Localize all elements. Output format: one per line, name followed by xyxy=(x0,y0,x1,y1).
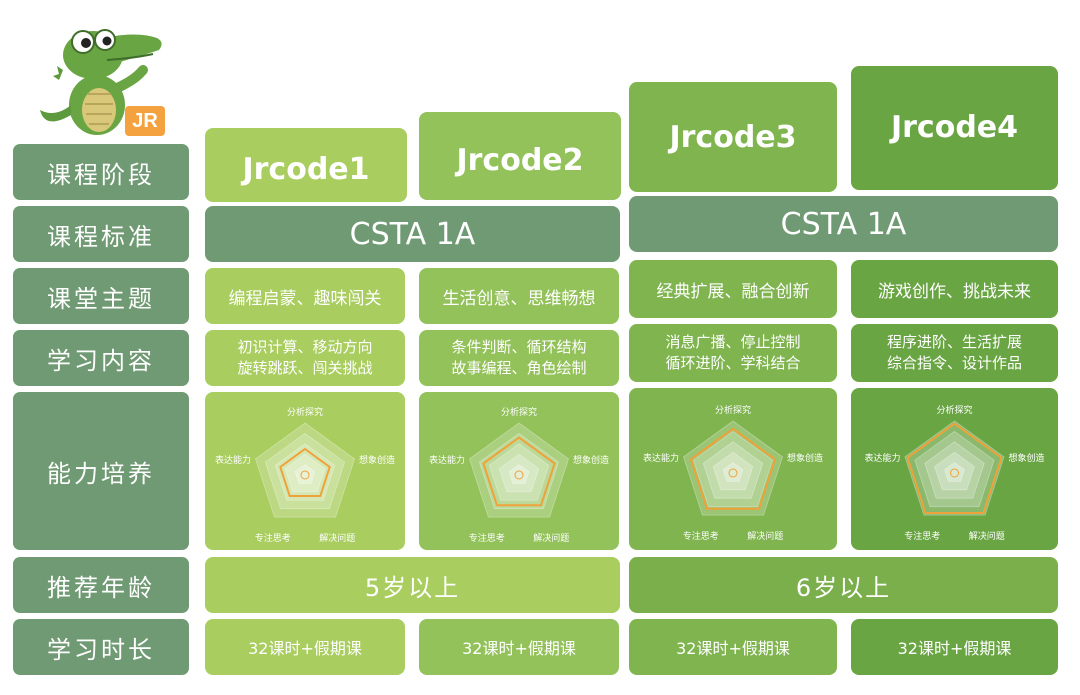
radar-ring xyxy=(255,422,355,518)
radar-ring xyxy=(722,462,744,482)
radar-axis-label-problem-solving: 解决问题 xyxy=(319,532,355,544)
content-4: 程序进阶、生活扩展 综合指令、设计作品 xyxy=(851,324,1058,382)
row-label-ability: 能力培养 xyxy=(13,392,189,550)
radar-ring xyxy=(469,422,569,518)
ability-level-polygon xyxy=(689,427,777,510)
content-2-line-1: 条件判断、循环结构 xyxy=(451,338,587,356)
radar-ring xyxy=(508,464,530,484)
theme-2: 生活创意、思维畅想 xyxy=(419,268,619,324)
content-3-line-2: 循环进阶、学科结合 xyxy=(665,354,801,372)
ability-radar-2: 分析探究想象创造解决问题 专注思考 表达能力 xyxy=(419,392,619,550)
radar-axis-label-analysis: 分析探究 xyxy=(936,404,972,416)
content-1-line-1: 初识计算、移动方向 xyxy=(237,338,373,356)
crocodile-mascot-icon xyxy=(40,29,165,136)
radar-ring xyxy=(488,443,550,501)
content-3: 消息广播、停止控制 循环进阶、学科结合 xyxy=(629,324,837,382)
ability-level-polygon xyxy=(906,422,1003,514)
radar-axis-label-imagination: 想象创造 xyxy=(573,454,609,466)
radar-axis-label-focus: 专注思考 xyxy=(683,530,719,542)
ability-radar-4: 分析探究想象创造解决问题 专注思考 表达能力 xyxy=(851,388,1058,550)
radar-axis-label-expression: 表达能力 xyxy=(215,454,251,466)
content-3-line-1: 消息广播、停止控制 xyxy=(665,333,801,351)
radar-ring xyxy=(934,451,975,491)
age-jrcode3-4: 6岁以上 xyxy=(629,557,1058,613)
radar-ring xyxy=(683,420,783,516)
radar-axis-label-focus: 专注思考 xyxy=(255,532,291,544)
radar-ring xyxy=(274,443,336,501)
radar-ring xyxy=(294,464,316,484)
radar-axis-label-expression: 表达能力 xyxy=(643,452,679,464)
content-4-line-1: 程序进阶、生活扩展 xyxy=(886,333,1022,351)
hours-4: 32课时+假期课 xyxy=(851,619,1058,675)
radar-axis-label-analysis: 分析探究 xyxy=(715,404,751,416)
age-jrcode1-2: 5岁以上 xyxy=(205,557,620,613)
crocodile-logo: JR xyxy=(35,10,195,140)
radar-ring xyxy=(944,462,965,482)
radar-ring xyxy=(498,453,540,493)
radar-center-dot xyxy=(728,468,738,478)
radar-axis-label-analysis: 分析探究 xyxy=(287,406,323,418)
theme-3: 经典扩展、融合创新 xyxy=(629,260,837,318)
row-label-content: 学习内容 xyxy=(13,330,189,386)
stage-header-1: Jrcode1 xyxy=(205,128,407,202)
radar-ring xyxy=(924,441,985,499)
row-label-stage: 课程阶段 xyxy=(13,144,189,200)
row-label-age: 推荐年龄 xyxy=(13,557,189,613)
row-label-theme: 课堂主题 xyxy=(13,268,189,324)
content-2-line-2: 故事编程、角色绘制 xyxy=(451,359,587,377)
radar-axis-label-focus: 专注思考 xyxy=(904,530,940,542)
radar-axis-label-expression: 表达能力 xyxy=(864,452,900,464)
ability-radar-1: 分析探究想象创造解决问题 专注思考 表达能力 xyxy=(205,392,405,550)
radar-axis-label-imagination: 想象创造 xyxy=(359,454,395,466)
radar-center-dot xyxy=(514,470,524,480)
theme-1: 编程启蒙、趣味闯关 xyxy=(205,268,405,324)
theme-4: 游戏创作、挑战未来 xyxy=(851,260,1058,318)
hours-2: 32课时+假期课 xyxy=(419,619,619,675)
content-4-line-2: 综合指令、设计作品 xyxy=(886,354,1022,372)
radar-axis-label-problem-solving: 解决问题 xyxy=(969,530,1005,542)
radar-axis-label-problem-solving: 解决问题 xyxy=(747,530,783,542)
radar-axis-label-analysis: 分析探究 xyxy=(501,406,537,418)
row-label-standard: 课程标准 xyxy=(13,206,189,262)
stage-header-2: Jrcode2 xyxy=(419,112,621,200)
radar-ring xyxy=(702,441,764,499)
content-1-line-2: 旋转跳跃、闯关挑战 xyxy=(237,359,373,377)
radar-ring xyxy=(712,451,754,491)
radar-ring xyxy=(284,453,326,493)
radar-center-dot xyxy=(950,468,959,478)
radar-axis-label-imagination: 想象创造 xyxy=(787,452,823,464)
ability-level-polygon xyxy=(279,447,331,497)
standard-jrcode1-2: CSTA 1A xyxy=(205,206,620,262)
content-1: 初识计算、移动方向 旋转跳跃、闯关挑战 xyxy=(205,330,405,386)
row-label-hours: 学习时长 xyxy=(13,619,189,675)
logo-badge-text: JR xyxy=(132,109,158,132)
standard-jrcode3-4: CSTA 1A xyxy=(629,196,1058,252)
stage-header-4: Jrcode4 xyxy=(851,66,1058,190)
radar-axis-label-focus: 专注思考 xyxy=(469,532,505,544)
radar-center-dot xyxy=(300,470,310,480)
radar-axis-label-expression: 表达能力 xyxy=(429,454,465,466)
radar-axis-label-imagination: 想象创造 xyxy=(1009,452,1045,464)
hours-3: 32课时+假期课 xyxy=(629,619,837,675)
radar-axis-label-problem-solving: 解决问题 xyxy=(533,532,569,544)
stage-header-3: Jrcode3 xyxy=(629,82,837,192)
hours-1: 32课时+假期课 xyxy=(205,619,405,675)
radar-ring xyxy=(904,420,1005,516)
ability-level-polygon xyxy=(482,436,556,507)
content-2: 条件判断、循环结构 故事编程、角色绘制 xyxy=(419,330,619,386)
ability-radar-3: 分析探究想象创造解决问题 专注思考 表达能力 xyxy=(629,388,837,550)
